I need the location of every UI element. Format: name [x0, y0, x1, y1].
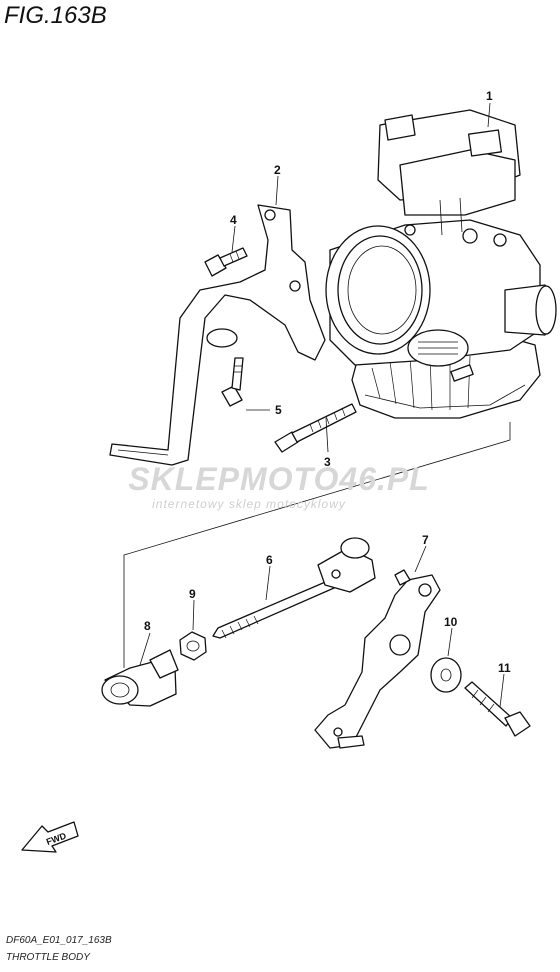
callout-9: 9 [189, 587, 196, 601]
section-name: THROTTLE BODY [6, 952, 90, 963]
fwd-direction-arrow: FWD [21, 821, 79, 853]
bracket-part-2[interactable] [109, 204, 326, 466]
figure-title: FIG.163B [4, 2, 107, 29]
model-code: DF60A_E01_017_163B [6, 935, 112, 946]
callout-11: 11 [498, 661, 511, 675]
ball-joint-part-8[interactable] [101, 649, 179, 707]
nut-part-9[interactable] [179, 631, 207, 661]
callout-7: 7 [422, 533, 429, 547]
callout-5: 5 [275, 403, 282, 417]
bolt-part-5[interactable] [221, 357, 244, 407]
bolt-part-11[interactable] [464, 681, 531, 737]
callout-1: 1 [486, 89, 493, 103]
bolt-part-3[interactable] [274, 403, 357, 453]
throttle-body-part-1[interactable] [325, 109, 557, 419]
callout-2: 2 [274, 163, 281, 177]
callout-3: 3 [324, 455, 331, 469]
watermark-main: SKLEPMOTO46.PL [128, 461, 430, 497]
bolt-part-4[interactable] [204, 247, 248, 277]
rod-part-6[interactable] [212, 537, 376, 639]
callout-6: 6 [266, 553, 273, 567]
washer-part-10[interactable] [430, 657, 462, 693]
lever-part-7[interactable] [314, 569, 441, 749]
callout-numbers: 1 2 4 5 3 6 7 8 9 10 11 [144, 89, 511, 675]
callout-10: 10 [444, 615, 458, 629]
watermark-sub: internetowy sklep motocyklowy [152, 497, 346, 511]
callout-4: 4 [230, 213, 237, 227]
callout-8: 8 [144, 619, 151, 633]
leader-lines [123, 102, 511, 708]
